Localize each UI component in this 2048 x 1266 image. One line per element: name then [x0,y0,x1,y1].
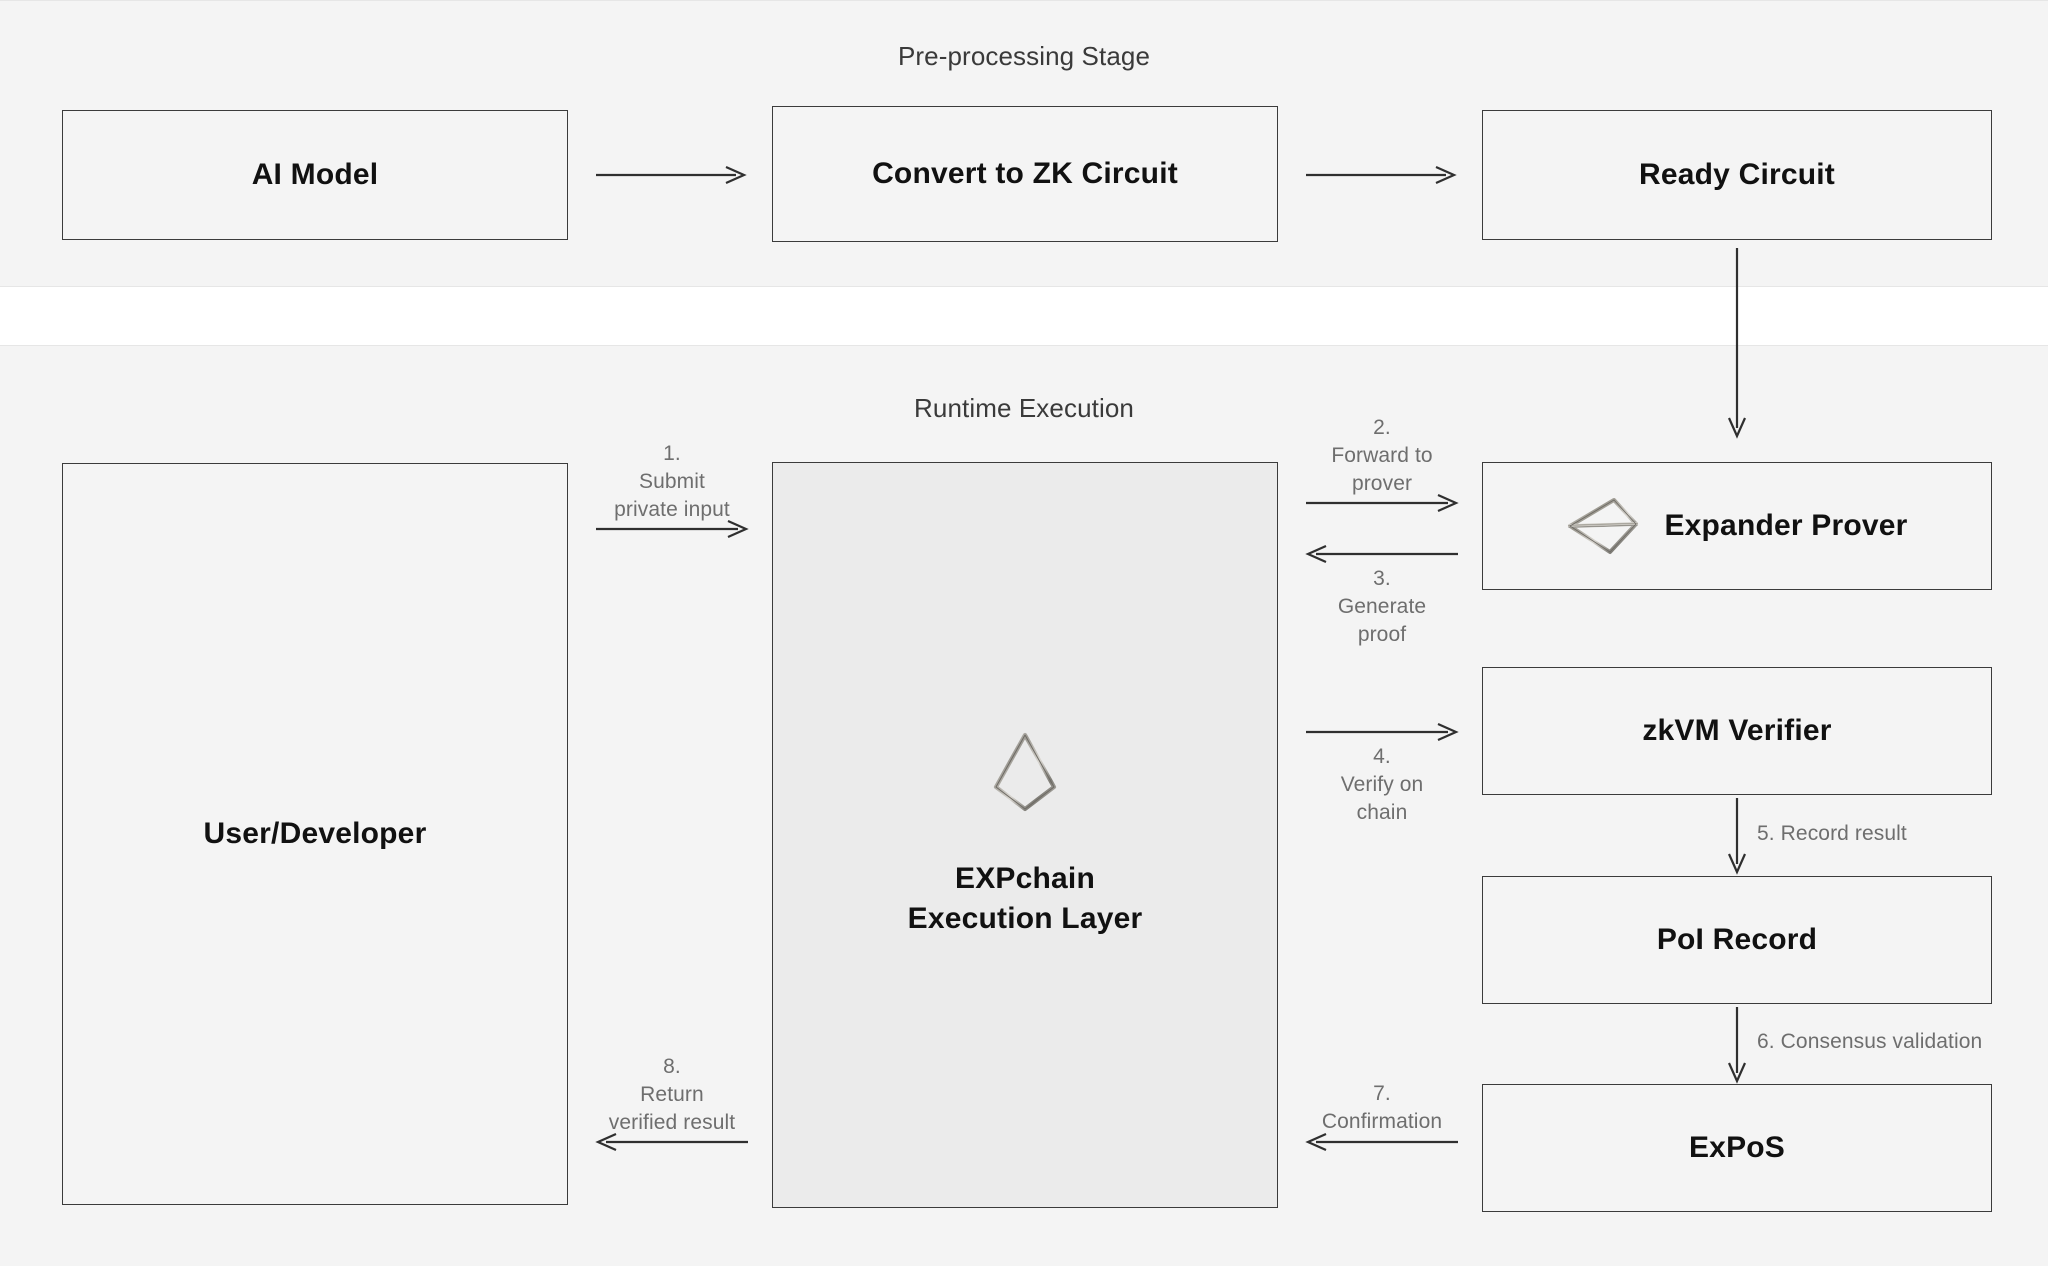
node-expchain-execution-layer[interactable]: EXPchain Execution Layer [772,462,1278,1208]
arrow-ai-model-to-convert [596,165,747,185]
arrow-step-3-generate-proof [1305,544,1458,564]
node-user-developer[interactable]: User/Developer [62,463,568,1205]
arrow-step-5-record-result [1727,798,1747,875]
edge-label-step-6: 6. Consensus validation [1757,1030,1983,1053]
arrow-step-6-consensus-validation [1727,1007,1747,1084]
arrow-step-7-confirmation [1305,1132,1458,1152]
node-convert-to-zk-circuit[interactable]: Convert to ZK Circuit [772,106,1278,242]
node-expos[interactable]: ExPoS [1482,1084,1992,1212]
node-expchain-label-line1: EXPchain [955,862,1095,896]
edge-label-step-1: 1. Submit private input [614,442,730,521]
node-ready-circuit-label: Ready Circuit [1639,158,1835,192]
arrow-ready-circuit-to-expander-prover [1727,248,1747,439]
arrow-step-8-return-verified-result [595,1132,748,1152]
node-expos-label: ExPoS [1688,1131,1786,1165]
node-ready-circuit[interactable]: Ready Circuit [1482,110,1992,240]
node-poi-record-label: PoI Record [1656,923,1818,957]
arrow-step-4-verify-on-chain [1306,722,1459,742]
node-expchain-label-line2: Execution Layer [907,902,1143,935]
node-convert-label: Convert to ZK Circuit [872,157,1178,191]
node-zkvm-verifier[interactable]: zkVM Verifier [1482,667,1992,795]
node-ai-model-label: AI Model [251,158,379,192]
node-expander-prover-label: Expander Prover [1664,509,1908,543]
arrow-step-1-submit-private-input [596,519,749,539]
runtime-panel-title: Runtime Execution [914,393,1134,423]
node-user-developer-label: User/Developer [203,817,427,851]
edge-label-step-2: 2. Forward to prover [1331,416,1433,495]
expchain-pyramid-icon [988,731,1062,813]
arrow-convert-to-ready-circuit [1306,165,1457,185]
preprocessing-panel-title: Pre-processing Stage [897,41,1151,71]
arrow-step-2-forward-to-prover [1306,493,1459,513]
node-expander-prover[interactable]: Expander Prover [1482,462,1992,590]
expander-kite-icon [1566,494,1642,558]
edge-label-step-3: 3. Generate proof [1337,567,1427,646]
edge-label-step-7: 7. Confirmation [1321,1082,1443,1133]
node-poi-record[interactable]: PoI Record [1482,876,1992,1004]
node-zkvm-verifier-label: zkVM Verifier [1642,714,1832,748]
edge-label-step-8: 8. Return verified result [608,1055,736,1134]
node-ai-model[interactable]: AI Model [62,110,568,240]
edge-label-step-5: 5. Record result [1757,822,1907,845]
edge-label-step-4: 4. Verify on chain [1340,745,1424,824]
